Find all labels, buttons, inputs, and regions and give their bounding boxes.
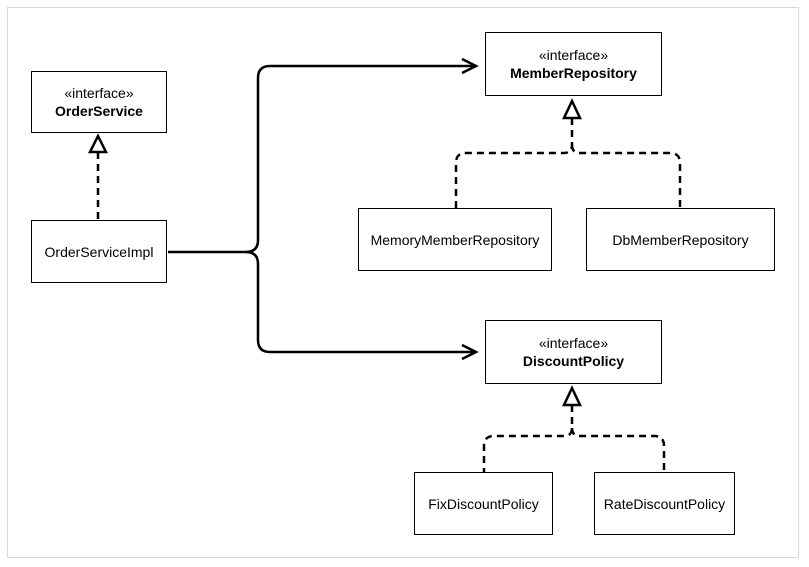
stereotype-label: «interface» [64, 85, 134, 101]
class-name: RateDiscountPolicy [603, 495, 726, 512]
interface-name: OrderService [55, 103, 143, 119]
class-name: MemoryMemberRepository [370, 231, 540, 248]
interface-name: MemberRepository [510, 65, 637, 81]
member-repository-interface-box: «interface» MemberRepository [485, 32, 662, 96]
interface-name: DiscountPolicy [522, 353, 625, 369]
stereotype-label: «interface» [538, 335, 609, 351]
class-name: OrderServiceImpl [44, 243, 154, 260]
db-member-repository-class-box: DbMemberRepository [586, 208, 775, 271]
stereotype-label: «interface» [538, 47, 609, 63]
class-name: DbMemberRepository [612, 231, 749, 248]
realization-member-repository [454, 98, 682, 208]
realization-discount-policy [482, 385, 666, 472]
fix-discount-policy-class-box: FixDiscountPolicy [414, 472, 553, 535]
class-name: FixDiscountPolicy [428, 495, 539, 512]
rate-discount-policy-class-box: RateDiscountPolicy [594, 472, 735, 535]
memory-member-repository-class-box: MemoryMemberRepository [358, 208, 552, 271]
discount-policy-interface-box: «interface» DiscountPolicy [485, 320, 662, 384]
realization-order-service-impl [87, 133, 109, 219]
order-service-interface-box: «interface» OrderService [31, 71, 167, 133]
order-service-impl-class-box: OrderServiceImpl [31, 220, 167, 283]
association-edges [168, 57, 479, 361]
